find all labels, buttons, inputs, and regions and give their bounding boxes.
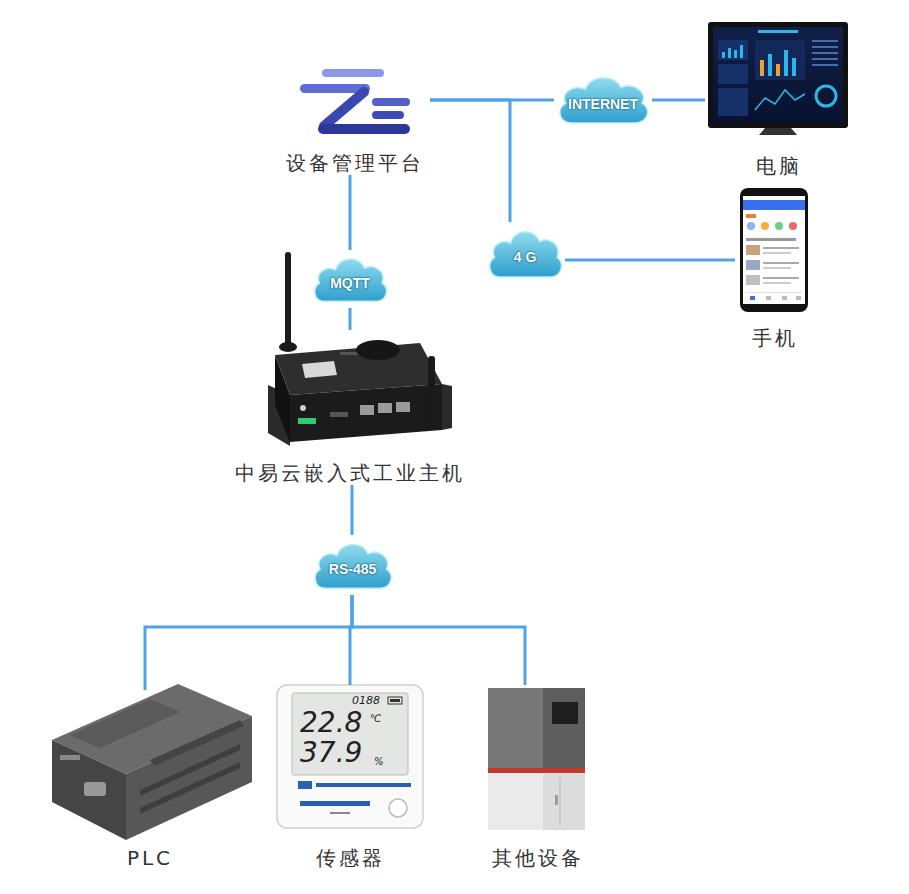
connector-line bbox=[349, 308, 352, 330]
lcd-reading: 0188 bbox=[352, 695, 380, 706]
lcd-reading: ℃ bbox=[370, 714, 381, 724]
platform-logo bbox=[300, 69, 410, 134]
device-label: 其他设备 bbox=[492, 846, 584, 870]
device-label: 传感器 bbox=[316, 846, 385, 870]
plc-icon bbox=[52, 684, 252, 840]
connector-line bbox=[430, 100, 510, 222]
computer-icon bbox=[708, 22, 848, 135]
platform-node: 设备管理平台 bbox=[280, 65, 430, 175]
cloud-node: INTERNET bbox=[554, 68, 652, 130]
device-label: 电脑 bbox=[756, 154, 802, 178]
connector-line bbox=[351, 485, 354, 535]
cabinet-icon bbox=[488, 688, 585, 830]
device-label: PLC bbox=[127, 846, 173, 870]
connector-line bbox=[145, 595, 352, 690]
phone-icon bbox=[740, 188, 808, 312]
cloud-node: RS-485 bbox=[310, 535, 395, 595]
industrial-host-icon bbox=[268, 252, 452, 446]
cloud-label: RS-485 bbox=[329, 553, 376, 578]
connector-line bbox=[352, 595, 525, 685]
equipment-node: 其他设备 bbox=[480, 685, 595, 870]
connector-line bbox=[652, 99, 705, 102]
cloud-node: 4 G bbox=[485, 222, 565, 284]
phone-node: 手机 bbox=[735, 185, 815, 350]
device-label: 中易云嵌入式工业主机 bbox=[235, 461, 465, 485]
cloud-node: MQTT bbox=[310, 250, 390, 308]
computer-node: 电脑 bbox=[705, 20, 853, 178]
sensor-icon bbox=[277, 685, 423, 828]
device-label: 手机 bbox=[752, 326, 798, 350]
cloud-label: INTERNET bbox=[568, 86, 638, 112]
cloud-label: 4 G bbox=[514, 241, 537, 265]
connector-line bbox=[565, 259, 735, 262]
lcd-reading: % bbox=[374, 757, 384, 767]
lcd-reading: 22.8 bbox=[300, 709, 362, 737]
plc-node: PLC bbox=[45, 690, 255, 870]
device-label: 设备管理平台 bbox=[286, 151, 424, 175]
connector-line bbox=[349, 175, 352, 250]
cloud-label: MQTT bbox=[330, 267, 370, 291]
lcd-reading: 37.9 bbox=[300, 739, 362, 767]
host-node: 中易云嵌入式工业主机 bbox=[229, 330, 471, 485]
